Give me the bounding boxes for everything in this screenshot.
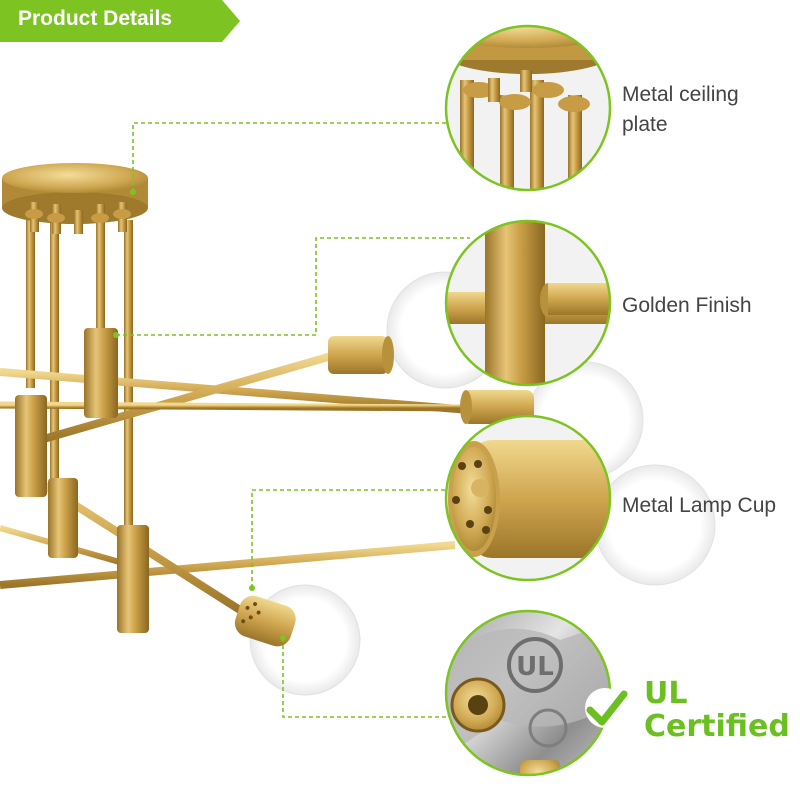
lamp-cup — [48, 478, 78, 558]
leader-line-ul — [282, 638, 452, 718]
detail-circle-ul-stamp: UL — [444, 609, 612, 777]
lamp-cup — [460, 390, 534, 424]
label-line: Metal ceiling — [622, 83, 739, 106]
lamp-cup — [234, 595, 296, 647]
leader-line-lamp-cup — [251, 489, 452, 588]
leader-lines — [116, 122, 470, 718]
ul-label: UL — [644, 676, 688, 711]
certified-label: Certified — [644, 709, 790, 744]
label-line: Metal Lamp Cup — [622, 494, 777, 517]
lamp-cup — [15, 395, 47, 497]
label-line: Golden Finish — [622, 294, 752, 317]
ceiling-plate — [2, 163, 148, 234]
leader-dot — [249, 585, 255, 591]
label-golden-finish: Golden Finish — [622, 291, 752, 321]
lamp-cup — [328, 336, 394, 374]
vertical-rod — [50, 215, 59, 505]
label-lamp-cup: Metal Lamp Cup — [622, 491, 776, 521]
vertical-rod — [26, 218, 35, 388]
leader-dot — [113, 332, 119, 338]
chandelier-illustration — [0, 163, 716, 696]
vertical-rod — [124, 220, 133, 530]
leader-line-golden-finish — [116, 237, 470, 336]
lamp-cup — [117, 525, 149, 633]
detail-circle-lamp-cup — [444, 414, 612, 582]
leader-line-ceiling-plate — [132, 122, 446, 192]
lamp-cup — [84, 328, 118, 418]
bulb — [594, 464, 716, 586]
banner-title: Product Details — [18, 7, 173, 30]
detail-circle-golden-finish — [444, 219, 612, 387]
label-ceiling-plate: Metal ceiling plate — [622, 80, 739, 140]
product-details-banner: Product Details — [0, 0, 240, 42]
banner-background — [0, 0, 240, 42]
leader-dot — [280, 635, 286, 641]
vertical-rod — [96, 215, 105, 335]
leader-dot — [130, 189, 136, 195]
check-icon — [585, 688, 628, 728]
detail-circle-ceiling-plate — [444, 24, 612, 192]
label-line: plate — [622, 113, 668, 136]
stamp-text: UL — [516, 652, 554, 682]
